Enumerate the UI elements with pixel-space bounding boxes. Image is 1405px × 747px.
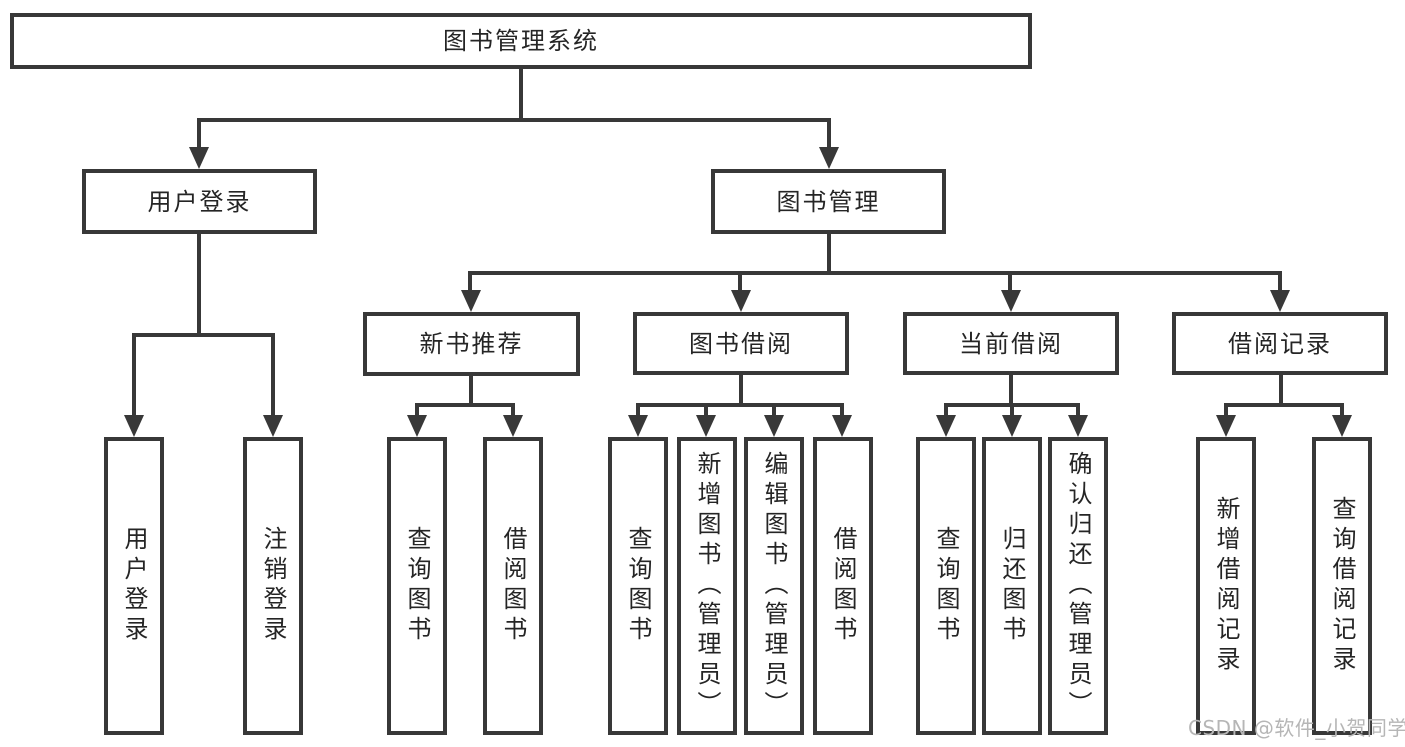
arrowhead-down-icon [1332, 415, 1352, 437]
node-br-query-record: 查询借阅记录 [1312, 437, 1372, 735]
connector-stem [1224, 403, 1228, 417]
connector-stem [1009, 375, 1013, 407]
node-new-book-recommendation: 新书推荐 [363, 312, 580, 376]
node-bb-query-books: 查询图书 [608, 437, 668, 735]
connector-stem [1278, 271, 1282, 292]
connector-stem [772, 403, 776, 417]
arrowhead-down-icon [1002, 415, 1022, 437]
arrowhead-down-icon [189, 147, 209, 169]
node-user-login-branch: 用户登录 [82, 169, 317, 234]
connector-stem [738, 271, 742, 292]
connector-stem [197, 118, 201, 149]
connector-rail [415, 403, 515, 407]
connector-stem [271, 333, 275, 417]
connector-stem [1008, 271, 1012, 292]
connector-rail [636, 403, 844, 407]
node-cb-return-books: 归还图书 [982, 437, 1042, 735]
node-current-borrowing: 当前借阅 [903, 312, 1119, 375]
arrowhead-down-icon [503, 415, 523, 437]
connector-stem [469, 376, 473, 407]
node-bb-borrow-books: 借阅图书 [813, 437, 873, 735]
node-nbr-borrow-books: 借阅图书 [483, 437, 543, 735]
node-book-borrowing: 图书借阅 [633, 312, 849, 375]
node-bb-add-books-admin: 新增图书（管理员） [677, 437, 737, 735]
connector-level3-rail [468, 271, 1282, 275]
connector-rail [1224, 403, 1344, 407]
connector-stem [1010, 403, 1014, 417]
arrowhead-down-icon [1068, 415, 1088, 437]
connector-stem [415, 403, 419, 417]
arrowhead-down-icon [731, 290, 751, 312]
arrowhead-down-icon [936, 415, 956, 437]
connector-stem [1279, 375, 1283, 407]
connector-stem [739, 375, 743, 407]
node-book-management: 图书管理 [711, 169, 946, 234]
arrowhead-down-icon [1270, 290, 1290, 312]
csdn-watermark: CSDN @软件_小贺同学 [1188, 716, 1405, 740]
arrowhead-down-icon [461, 290, 481, 312]
arrowhead-down-icon [1001, 290, 1021, 312]
connector-stem [511, 403, 515, 417]
connector-root-stem [519, 68, 523, 121]
node-br-add-record: 新增借阅记录 [1196, 437, 1256, 735]
node-cb-confirm-return-admin: 确认归还（管理员） [1048, 437, 1108, 735]
connector-stem [944, 403, 948, 417]
connector-level1-rail [197, 118, 831, 122]
arrowhead-down-icon [263, 415, 283, 437]
node-user-login: 用户登录 [104, 437, 164, 735]
node-bb-edit-books-admin: 编辑图书（管理员） [744, 437, 804, 735]
connector-stem [468, 271, 472, 292]
connector-stem [840, 403, 844, 417]
node-cb-query-books: 查询图书 [916, 437, 976, 735]
connector-stem [827, 118, 831, 149]
connector-stem [827, 234, 831, 275]
connector-stem [1340, 403, 1344, 417]
connector-stem [197, 234, 201, 337]
arrowhead-down-icon [764, 415, 784, 437]
arrowhead-down-icon [832, 415, 852, 437]
connector-stem [636, 403, 640, 417]
arrowhead-down-icon [628, 415, 648, 437]
connector-rail [132, 333, 275, 337]
node-nbr-query-books: 查询图书 [387, 437, 447, 735]
connector-stem [1076, 403, 1080, 417]
arrowhead-down-icon [1216, 415, 1236, 437]
arrowhead-down-icon [819, 147, 839, 169]
arrowhead-down-icon [124, 415, 144, 437]
connector-stem [704, 403, 708, 417]
node-library-management-system: 图书管理系统 [10, 13, 1032, 69]
connector-stem [132, 333, 136, 417]
arrowhead-down-icon [407, 415, 427, 437]
arrowhead-down-icon [696, 415, 716, 437]
node-logout-login: 注销登录 [243, 437, 303, 735]
node-borrowing-records: 借阅记录 [1172, 312, 1388, 375]
